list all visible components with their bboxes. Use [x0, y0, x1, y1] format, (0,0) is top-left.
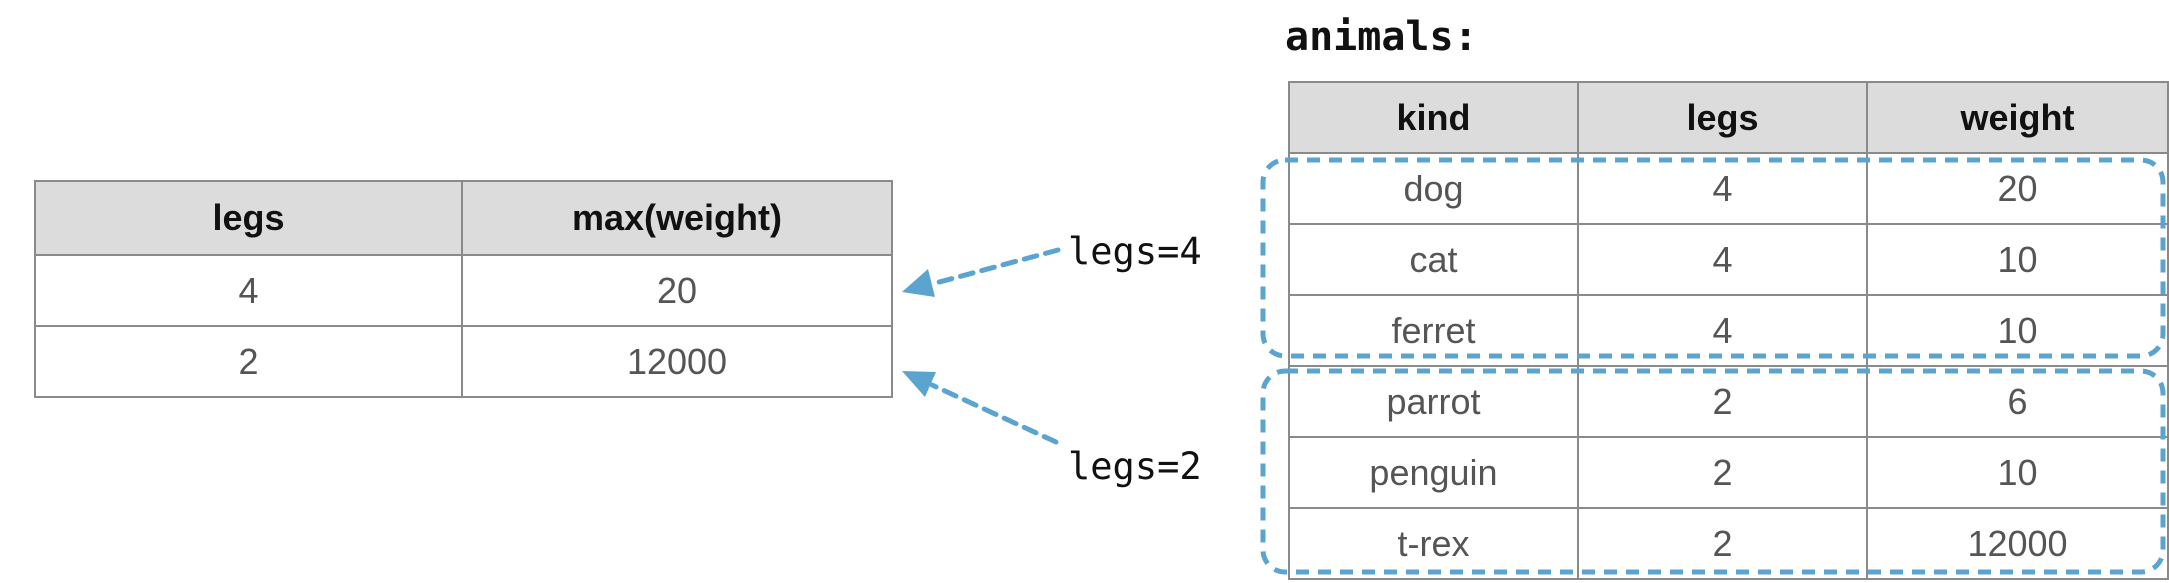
- animals-cell-weight: 10: [1866, 294, 2169, 367]
- animals-cell-kind: cat: [1288, 223, 1579, 296]
- table-row: penguin 2 10: [1288, 436, 2169, 509]
- animals-table: kind legs weight dog 4 20 cat 4 10 ferre…: [1288, 81, 2169, 580]
- table-name: animals:: [1285, 14, 1478, 60]
- table-row: ferret 4 10: [1288, 294, 2169, 367]
- animals-cell-weight: 10: [1866, 223, 2169, 296]
- arrowhead-icon: [902, 371, 936, 397]
- animals-cell-legs: 2: [1577, 365, 1868, 438]
- animals-cell-weight: 6: [1866, 365, 2169, 438]
- animals-cell-weight: 20: [1866, 152, 2169, 225]
- result-cell-legs: 2: [34, 325, 463, 398]
- result-cell-max-weight: 20: [461, 254, 893, 327]
- arrow-legs-2: [902, 371, 1059, 445]
- animals-cell-kind: penguin: [1288, 436, 1579, 509]
- result-header-row: legs max(weight): [34, 180, 893, 256]
- table-row: 2 12000: [34, 325, 893, 398]
- animals-cell-kind: t-rex: [1288, 507, 1579, 580]
- table-row: dog 4 20: [1288, 152, 2169, 225]
- animals-header-kind: kind: [1288, 81, 1579, 154]
- animals-cell-kind: parrot: [1288, 365, 1579, 438]
- result-cell-max-weight: 12000: [461, 325, 893, 398]
- group-label-legs-4: legs=4: [1068, 230, 1202, 273]
- result-table: legs max(weight) 4 20 2 12000: [34, 180, 893, 398]
- animals-cell-weight: 10: [1866, 436, 2169, 509]
- animals-header-legs: legs: [1577, 81, 1868, 154]
- animals-cell-weight: 12000: [1866, 507, 2169, 580]
- table-row: 4 20: [34, 254, 893, 327]
- table-row: cat 4 10: [1288, 223, 2169, 296]
- result-cell-legs: 4: [34, 254, 463, 327]
- animals-header-row: kind legs weight: [1288, 81, 2169, 154]
- animals-cell-legs: 2: [1577, 507, 1868, 580]
- arrow-legs-4: [902, 247, 1061, 297]
- animals-header-weight: weight: [1866, 81, 2169, 154]
- animals-cell-legs: 2: [1577, 436, 1868, 509]
- animals-cell-legs: 4: [1577, 294, 1868, 367]
- result-header-max-weight: max(weight): [461, 180, 893, 256]
- animals-cell-legs: 4: [1577, 223, 1868, 296]
- table-row: parrot 2 6: [1288, 365, 2169, 438]
- table-row: t-rex 2 12000: [1288, 507, 2169, 580]
- animals-cell-legs: 4: [1577, 152, 1868, 225]
- animals-cell-kind: dog: [1288, 152, 1579, 225]
- animals-cell-kind: ferret: [1288, 294, 1579, 367]
- arrowhead-icon: [902, 269, 935, 297]
- group-label-legs-2: legs=2: [1068, 445, 1202, 488]
- result-header-legs: legs: [34, 180, 463, 256]
